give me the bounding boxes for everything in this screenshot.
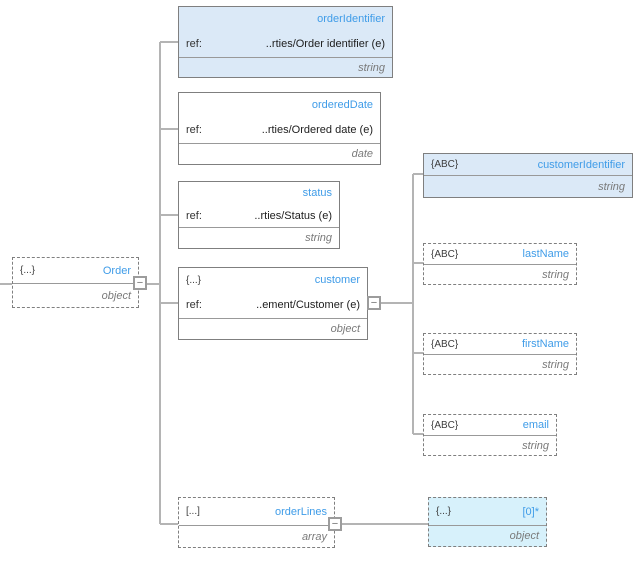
schema-node-customer[interactable]: {...} customer ref: ..ement/Customer (e)…: [178, 267, 368, 340]
ref-value: ..rties/Order identifier (e): [265, 38, 385, 50]
node-title: email: [522, 419, 549, 431]
schema-node-firstName[interactable]: {ABC} firstName string: [423, 333, 577, 375]
node-type: string: [358, 61, 385, 74]
ref-value: ..ement/Customer (e): [256, 299, 360, 311]
node-title: orderedDate: [311, 99, 373, 111]
node-type: string: [542, 358, 569, 371]
node-type: array: [301, 530, 327, 543]
ref-label: ref:: [186, 209, 202, 222]
node-title: customer: [314, 274, 360, 286]
node-title: Order: [102, 264, 131, 277]
ref-value: ..rties/Status (e): [254, 209, 332, 222]
node-title: lastName: [522, 248, 569, 260]
node-type: object: [330, 323, 360, 335]
ref-label: ref:: [186, 38, 202, 50]
string-token: {ABC}: [431, 248, 459, 260]
node-type: string: [522, 439, 549, 452]
schema-node-orderedDate[interactable]: orderedDate ref: ..rties/Ordered date (e…: [178, 92, 381, 165]
object-token: {...}: [436, 506, 452, 517]
schema-node-array-item[interactable]: {...} [0]* object: [428, 497, 547, 547]
node-type: string: [542, 268, 569, 281]
node-type: string: [305, 232, 332, 244]
object-token: {...}: [186, 274, 202, 286]
node-type: string: [598, 180, 625, 193]
ref-label: ref:: [186, 299, 202, 311]
collapse-button-orderLines[interactable]: −: [328, 517, 342, 531]
schema-node-customerIdentifier[interactable]: {ABC} customerIdentifier string: [423, 153, 633, 198]
schema-node-status[interactable]: status ref: ..rties/Status (e) string: [178, 181, 340, 249]
ref-label: ref:: [186, 124, 202, 136]
node-title: firstName: [521, 338, 569, 350]
collapse-button-customer[interactable]: −: [367, 296, 381, 310]
schema-node-order[interactable]: {...} Order object: [12, 257, 139, 308]
node-type: object: [101, 289, 131, 302]
string-token: {ABC}: [431, 338, 459, 350]
schema-node-orderIdentifier[interactable]: orderIdentifier ref: ..rties/Order ident…: [178, 6, 393, 78]
schema-node-email[interactable]: {ABC} email string: [423, 414, 557, 456]
node-title: orderLines: [275, 505, 327, 518]
node-type: date: [351, 148, 373, 160]
string-token: {ABC}: [431, 159, 459, 170]
array-token: [...]: [186, 506, 200, 517]
node-title: status: [302, 187, 332, 199]
schema-node-orderLines[interactable]: [...] orderLines array: [178, 497, 335, 548]
ref-value: ..rties/Ordered date (e): [261, 124, 373, 136]
node-title: [0]*: [522, 505, 539, 518]
node-title: orderIdentifier: [317, 13, 385, 25]
node-title: customerIdentifier: [537, 158, 625, 171]
node-type: object: [509, 530, 539, 542]
string-token: {ABC}: [431, 419, 459, 431]
collapse-button-order[interactable]: −: [133, 276, 147, 290]
object-token: {...}: [20, 265, 36, 276]
schema-node-lastName[interactable]: {ABC} lastName string: [423, 243, 577, 285]
